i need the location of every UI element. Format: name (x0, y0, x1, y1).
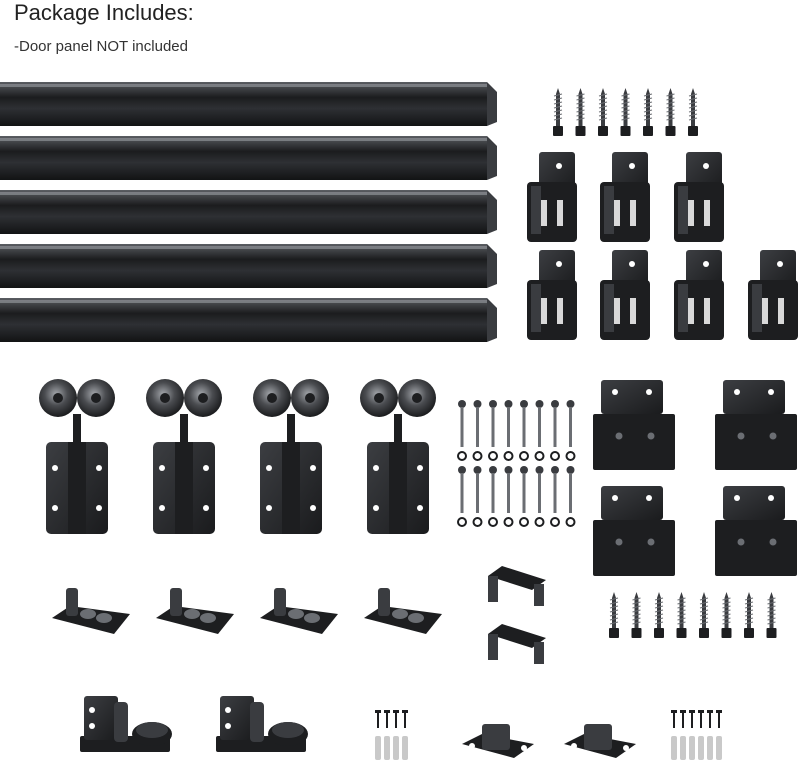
roller-hanger (360, 379, 436, 534)
mini-screw-pack (375, 710, 408, 760)
spacer-plates (593, 380, 797, 576)
mini-screw-packs (375, 710, 722, 760)
bolt (519, 400, 529, 461)
lag-screw (609, 592, 619, 638)
bolt (534, 400, 545, 461)
wall-bracket (748, 250, 798, 340)
bolt (503, 466, 514, 527)
roller-hanger (39, 379, 115, 534)
u-bracket (488, 624, 546, 664)
bolt (457, 466, 467, 527)
floor-guides (52, 588, 442, 634)
track-rail (0, 298, 497, 342)
bolt (457, 400, 467, 461)
bolt (503, 400, 514, 461)
page-title: Package Includes: (14, 0, 194, 25)
roller-hanger (146, 379, 222, 534)
bolt (488, 466, 498, 527)
lag-screw (676, 592, 687, 638)
lag-screw (598, 88, 608, 136)
lag-screw (688, 88, 698, 136)
lag-screw (553, 88, 563, 136)
bolt (550, 400, 560, 461)
track-rail (0, 136, 497, 180)
mini-screw-pack (671, 710, 722, 760)
bolt (565, 400, 576, 461)
lag-screw (575, 88, 586, 136)
track-rail (0, 244, 497, 288)
roller-hangers (39, 379, 436, 534)
track-rail (0, 82, 497, 126)
bottom-guide (216, 696, 308, 752)
u-bracket (488, 566, 546, 606)
lag-screw (766, 592, 777, 638)
floor-guide (156, 588, 234, 634)
bottom-guides (80, 696, 308, 752)
track-rail (0, 190, 497, 234)
bolt (472, 400, 483, 461)
lag-screw (721, 592, 732, 638)
wall-bracket (674, 152, 724, 242)
floor-guide (52, 588, 130, 634)
floor-guide (364, 588, 442, 634)
bolt (550, 466, 560, 527)
track-rails (0, 82, 497, 342)
lag-screw (654, 592, 664, 638)
bolt (488, 400, 498, 461)
bolt (519, 466, 529, 527)
bottom-guide (80, 696, 172, 752)
small-guide (564, 724, 636, 758)
wall-bracket (527, 152, 577, 242)
bolt (472, 466, 483, 527)
lag-screw (699, 592, 709, 638)
lag-screws-top (553, 88, 698, 136)
bolt (534, 466, 545, 527)
wall-bracket (600, 152, 650, 242)
u-brackets (488, 566, 546, 664)
roller-hanger (253, 379, 329, 534)
lag-screw (643, 88, 653, 136)
lag-screw (744, 592, 754, 638)
lag-screws-middle (609, 592, 777, 638)
floor-guide (260, 588, 338, 634)
wall-bracket (600, 250, 650, 340)
page-subtitle: -Door panel NOT included (14, 38, 188, 55)
spacer-plate (593, 380, 675, 470)
spacer-plate (715, 486, 797, 576)
lag-screw (665, 88, 676, 136)
wall-bracket (674, 250, 724, 340)
lag-screw (620, 88, 631, 136)
wall-brackets (527, 152, 798, 340)
small-guides (462, 724, 636, 758)
spacer-plate (593, 486, 675, 576)
wall-bracket (527, 250, 577, 340)
lag-screw (631, 592, 642, 638)
bolt (565, 466, 576, 527)
small-guide (462, 724, 534, 758)
bolt-set (457, 400, 576, 527)
spacer-plate (715, 380, 797, 470)
